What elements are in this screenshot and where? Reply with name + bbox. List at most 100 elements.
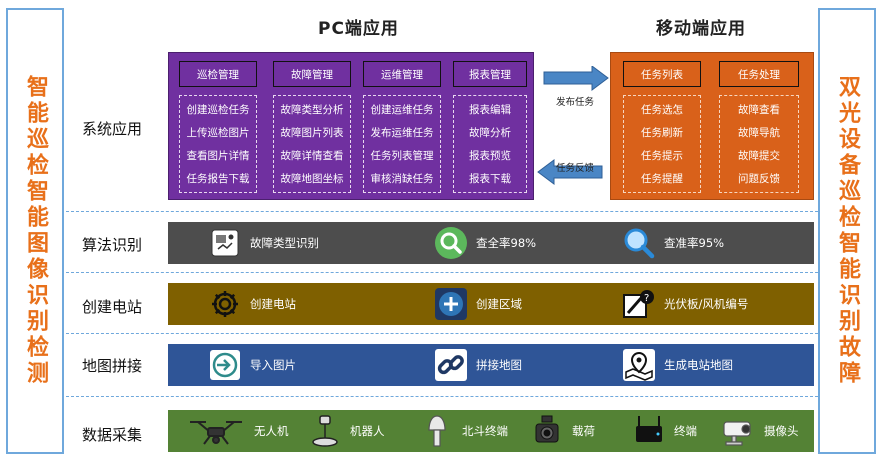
svg-text:?: ?	[644, 293, 649, 304]
band-item-label: 拼接地图	[476, 358, 522, 372]
pc-column-list: 故障类型分析 故障图片列表 故障详情查看 故障地图坐标	[273, 95, 351, 193]
band-item-label: 北斗终端	[462, 424, 508, 438]
band-item-label: 生成电站地图	[664, 358, 733, 372]
band-item: 摄像头	[722, 410, 799, 452]
row-label-algorithm: 算法识别	[82, 236, 143, 254]
band-item-label: 无人机	[254, 424, 289, 438]
band-item-label: 机器人	[350, 424, 385, 438]
band-item: 导入图片	[208, 344, 296, 386]
row-label-data: 数据采集	[82, 426, 143, 444]
link-icon	[434, 348, 468, 382]
left-side-panel: 智能巡检智能图像识别检测	[6, 8, 64, 454]
mobile-column-title: 任务列表	[623, 61, 701, 87]
list-item: 故障查看	[738, 104, 780, 116]
list-item: 故障分析	[469, 127, 511, 139]
robot-icon	[308, 414, 342, 448]
map-pin-icon	[622, 348, 656, 382]
band-item-label: 终端	[674, 424, 697, 438]
pc-column-list: 创建巡检任务 上传巡检图片 查看图片详情 任务报告下载	[179, 95, 257, 193]
pc-column-list: 创建运维任务 发布运维任务 任务列表管理 审核消缺任务	[363, 95, 441, 193]
band-item-label: 载荷	[572, 424, 595, 438]
mobile-column-list: 任务选怎 任务刷新 任务提示 任务提醒	[623, 95, 701, 193]
list-item: 上传巡检图片	[186, 127, 250, 139]
band-item-label: 查全率98%	[476, 236, 537, 250]
image-recognition-icon	[208, 226, 242, 260]
band-item-label: 导入图片	[250, 358, 296, 372]
camera-icon	[722, 414, 756, 448]
divider	[66, 333, 818, 334]
right-side-title: 双光设备巡检智能识别故障	[835, 75, 860, 387]
band-item: ? 光伏板/风机编号	[622, 283, 748, 325]
band-item: 拼接地图	[434, 344, 522, 386]
band-item-label: 创建电站	[250, 297, 296, 311]
band-item: 创建区域	[434, 283, 522, 325]
divider	[66, 396, 818, 397]
pc-column-title: 故障管理	[273, 61, 351, 87]
list-item: 创建运维任务	[370, 104, 434, 116]
search-blue-icon	[622, 226, 656, 260]
beidou-terminal-icon	[420, 414, 454, 448]
list-item: 故障图片列表	[280, 127, 344, 139]
list-item: 故障提交	[738, 150, 780, 162]
search-green-icon	[434, 226, 468, 260]
list-item: 审核消缺任务	[370, 173, 434, 185]
divider	[66, 211, 818, 212]
pc-app-panel: 巡检管理 创建巡检任务 上传巡检图片 查看图片详情 任务报告下载 故障管理 故障…	[168, 52, 534, 200]
band-item-label: 创建区域	[476, 297, 522, 311]
band-item: 无人机	[186, 410, 289, 452]
import-icon	[208, 348, 242, 382]
list-item: 任务报告下载	[186, 173, 250, 185]
edit-question-icon: ?	[622, 287, 656, 321]
row-label-map: 地图拼接	[82, 357, 143, 375]
band-item: 北斗终端	[420, 410, 508, 452]
right-side-panel: 双光设备巡检智能识别故障	[818, 8, 876, 454]
pc-header: PC端应用	[318, 19, 399, 39]
mobile-header: 移动端应用	[656, 19, 746, 39]
list-item: 任务列表管理	[370, 150, 434, 162]
list-item: 创建巡检任务	[186, 104, 250, 116]
band-item: 生成电站地图	[622, 344, 733, 386]
band-item: 载荷	[530, 410, 595, 452]
list-item: 任务刷新	[641, 127, 683, 139]
list-item: 故障导航	[738, 127, 780, 139]
pc-column-list: 报表编辑 故障分析 报表预览 报表下载	[453, 95, 527, 193]
list-item: 报表预览	[469, 150, 511, 162]
feedback-arrow-label: 任务反馈	[556, 163, 595, 174]
row-label-system: 系统应用	[82, 120, 143, 138]
gear-icon	[208, 287, 242, 321]
drone-icon	[186, 414, 246, 448]
list-item: 任务提示	[641, 150, 683, 162]
list-item: 故障地图坐标	[280, 173, 344, 185]
band-item-label: 查准率95%	[664, 236, 725, 250]
band-item: 查全率98%	[434, 222, 536, 264]
list-item: 故障类型分析	[280, 104, 344, 116]
list-item: 报表编辑	[469, 104, 511, 116]
band-item-label: 摄像头	[764, 424, 799, 438]
list-item: 故障详情查看	[280, 150, 344, 162]
map-band: 导入图片 拼接地图 生成电站地图	[168, 344, 814, 386]
band-item: 创建电站	[208, 283, 296, 325]
gimbal-payload-icon	[530, 414, 564, 448]
station-band: 创建电站 创建区域 ? 光伏板/风机编号	[168, 283, 814, 325]
pc-column-title: 巡检管理	[179, 61, 257, 87]
algorithm-band: 故障类型识别 查全率98% 查准率95%	[168, 222, 814, 264]
mobile-column-list: 故障查看 故障导航 故障提交 问题反馈	[719, 95, 799, 193]
divider	[66, 272, 818, 273]
terminal-device-icon	[632, 414, 666, 448]
feedback-arrow-icon	[537, 159, 603, 185]
list-item: 任务提醒	[641, 173, 683, 185]
band-item: 终端	[632, 410, 697, 452]
band-item-label: 故障类型识别	[250, 236, 319, 250]
band-item-label: 光伏板/风机编号	[664, 297, 749, 311]
left-side-title: 智能巡检智能图像识别检测	[23, 75, 48, 387]
pc-column-title: 运维管理	[363, 61, 441, 87]
list-item: 报表下载	[469, 173, 511, 185]
band-item: 查准率95%	[622, 222, 724, 264]
list-item: 任务选怎	[641, 104, 683, 116]
list-item: 发布运维任务	[370, 127, 434, 139]
list-item: 查看图片详情	[186, 150, 250, 162]
arrows-group	[537, 66, 609, 185]
row-label-station: 创建电站	[82, 298, 143, 316]
publish-arrow-label: 发布任务	[556, 97, 595, 108]
pc-column-title: 报表管理	[453, 61, 527, 87]
